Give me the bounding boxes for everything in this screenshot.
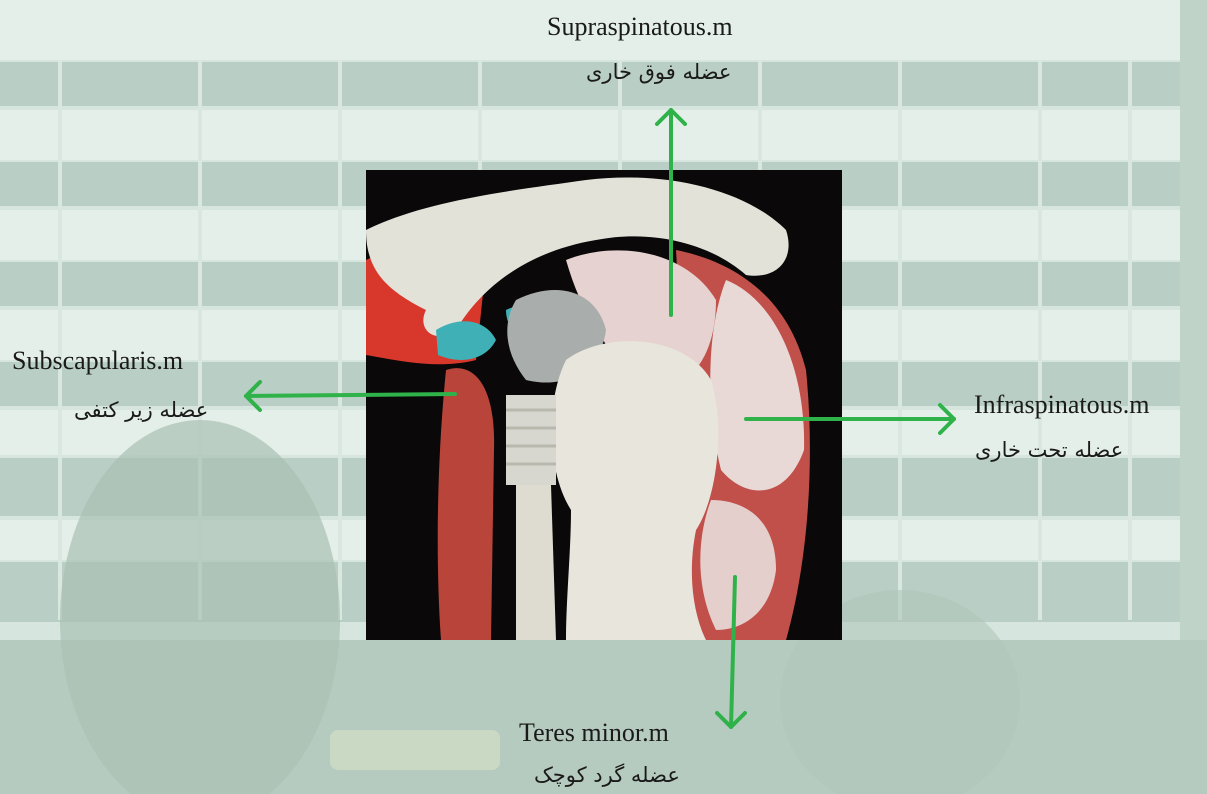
supraspinatus-label-fa: عضله فوق خاری: [586, 62, 731, 83]
infraspinatus-label-fa: عضله تحت خاری: [975, 440, 1123, 461]
shoulder-anatomy-image: [366, 170, 842, 640]
infraspinatus-label-en: Infraspinatous.m: [974, 392, 1149, 418]
supraspinatus-label-en: Supraspinatous.m: [547, 14, 733, 40]
subscapularis-label-fa: عضله زیر کتفی: [74, 400, 208, 421]
teres-minor-label-fa: عضله گرد کوچک: [534, 765, 680, 786]
subscapularis-label-en: Subscapularis.m: [12, 348, 183, 374]
teres-minor-label-en: Teres minor.m: [519, 720, 669, 746]
